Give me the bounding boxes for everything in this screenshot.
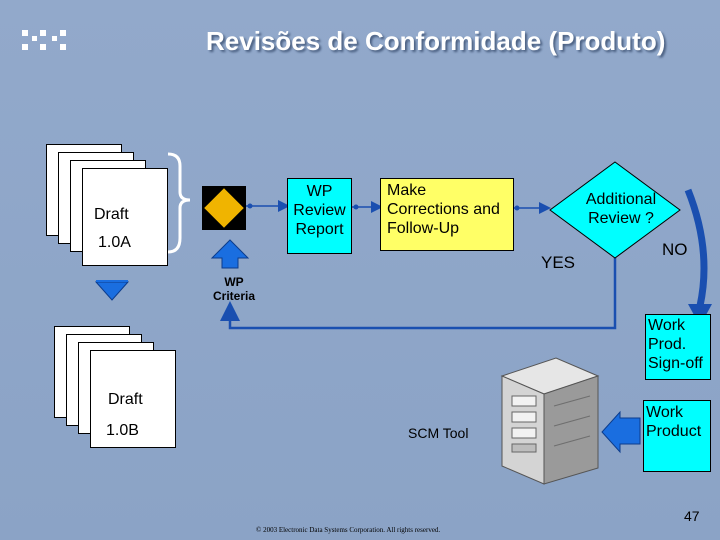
draft-a-version: 1.0A bbox=[98, 234, 131, 251]
brace-icon bbox=[167, 152, 191, 254]
copyright-text: © 2003 Electronic Data Systems Corporati… bbox=[256, 526, 441, 534]
no-label: NO bbox=[662, 240, 688, 259]
additional-review-label: Additional Review ? bbox=[585, 191, 657, 227]
draft-a-label: Draft bbox=[94, 206, 129, 223]
wp-criteria-up-arrow bbox=[210, 239, 250, 269]
scm-tool-label: SCM Tool bbox=[408, 425, 469, 441]
draft-b-stack: Draft 1.0B bbox=[54, 326, 176, 448]
wp-review-report-box: WP Review Report bbox=[287, 178, 352, 254]
draft-down-arrow bbox=[94, 281, 130, 301]
review-diamond-icon bbox=[202, 186, 246, 230]
draft-b-version: 1.0B bbox=[106, 422, 139, 439]
logo-dots-icon bbox=[22, 30, 66, 50]
additional-review-diamond bbox=[549, 161, 681, 259]
yes-label: YES bbox=[541, 253, 576, 272]
wp-criteria-label: WP Criteria bbox=[213, 275, 256, 303]
arrow-icon bbox=[601, 410, 641, 454]
draft-a-stack: Draft 1.0A bbox=[46, 144, 168, 266]
yes-loop-arrow bbox=[220, 236, 617, 330]
page-title: Revisões de Conformidade (Produto) bbox=[206, 26, 666, 56]
make-corrections-box: Make Corrections and Follow-Up bbox=[380, 178, 514, 251]
work-prod-signoff-box: Work Prod. Sign-off bbox=[645, 314, 711, 380]
page-number: 47 bbox=[684, 508, 700, 524]
server-computer-icon bbox=[500, 357, 600, 485]
draft-b-label: Draft bbox=[108, 391, 143, 408]
no-curved-arrow bbox=[684, 188, 708, 307]
work-product-box: Work Product bbox=[643, 400, 711, 472]
